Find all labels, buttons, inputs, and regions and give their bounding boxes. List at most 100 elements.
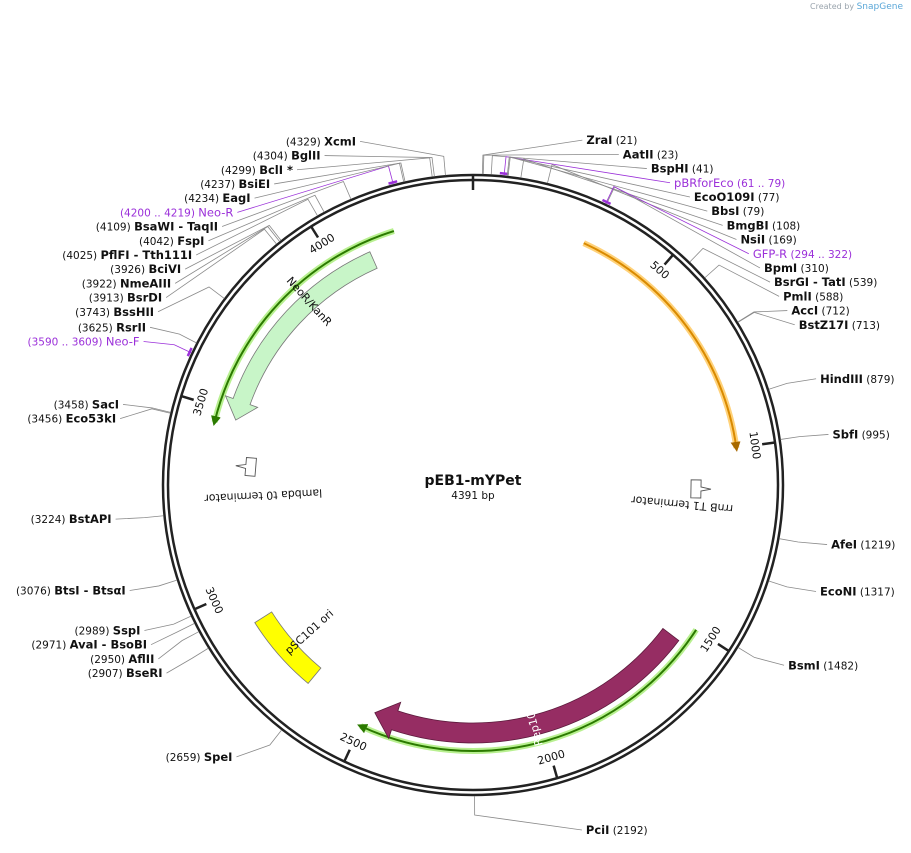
site-pmli[interactable]: PmlI (588) [704,264,843,303]
site-pflfi-tth111i[interactable]: (4025) PflFI - Tth111I [62,198,318,262]
site-text: (4025) PflFI - Tth111I [62,248,192,262]
site-bstapi[interactable]: (3224) BstAPI [31,512,164,526]
lambda-t0-terminator-feature[interactable] [235,457,257,477]
site-position: (2950) [90,654,128,666]
site-name: XcmI [324,134,356,148]
site-leader-line [520,158,723,226]
site-rsrii[interactable]: (3625) RsrII [78,320,197,344]
promoter-arc[interactable] [211,230,395,427]
site-name: PflFI - Tth111I [101,248,193,262]
plasmid-length: 4391 bp [451,490,495,502]
site-text: (4304) BglII [253,149,321,163]
site-leader-line [605,185,749,255]
neor-kanr-feature[interactable] [224,251,378,421]
site-bsmi[interactable]: BsmI (1482) [737,647,858,673]
site-afei[interactable]: AfeI (1219) [779,538,895,552]
site-name: BsaWI - TaqII [134,220,218,234]
site-fspi[interactable]: (4042) FspI [139,194,325,248]
site-name: AvaI - BsoBI [70,638,147,652]
site-leader-line [481,139,583,175]
site-zrai[interactable]: ZraI (21) [481,133,637,175]
site-btsi-bts-i[interactable]: (3076) BtsI - BtsαI [16,579,178,598]
promoter-arc[interactable] [357,629,697,752]
site-bglii[interactable]: (4304) BglII [253,149,435,177]
site-text: BspHI (41) [651,162,714,176]
site-econi[interactable]: EcoNI (1317) [768,580,895,598]
plasmid-name: pEB1-mYPet [425,473,522,489]
site-name: GFP-R [753,247,787,261]
site-leader-line [507,156,708,212]
tick-label: 3500 [191,387,212,418]
site-text: (2950) AflII [90,652,154,666]
site-leader-line [779,538,828,545]
site-nsii[interactable]: NsiI (169) [547,164,797,247]
site-neo-r[interactable]: (4200 .. 4219) Neo-R [120,165,398,219]
site-hindiii[interactable]: HindIII (879) [768,372,895,390]
site-position: (23) [654,149,679,161]
site-text: (2989) SspI [75,623,141,637]
site-text: (4299) BclI * [221,163,293,177]
rep101-feature[interactable] [374,627,680,744]
site-position: (3224) [31,514,69,526]
site-name: EagI [222,191,250,205]
tick-mark [761,441,776,446]
site-pbrforeco[interactable]: pBRforEco (61 .. 79) [499,156,785,190]
site-bmgbi[interactable]: BmgBI (108) [520,158,800,232]
site-leader-line [359,140,446,176]
site-name: SacI [92,397,119,411]
site-text: AfeI (1219) [831,538,895,552]
site-bseri[interactable]: (2907) BseRI [88,647,209,680]
rrnb-t1-terminator-feature[interactable] [690,479,712,499]
site-leader-line [123,404,171,413]
site-position: (4234) [184,193,222,205]
lambda-t0-terminator-label: lambda t0 terminator [204,486,323,505]
site-sspi[interactable]: (2989) SspI [75,615,192,637]
site-bsshii[interactable]: (3743) BssHII [75,286,225,319]
site-ecoo109i[interactable]: EcoO109I (77) [506,156,779,204]
site-aatii[interactable]: AatII (23) [482,147,679,175]
site-spei[interactable]: (2659) SpeI [166,729,282,764]
tick-mark [663,253,675,266]
site-bsrdi[interactable]: (3913) BsrDI [89,228,277,305]
site-bcivi[interactable]: (3926) BciVI [110,224,282,276]
tick-mark [193,602,207,611]
site-bsawi-taqii[interactable]: (4109) BsaWI - TaqII [96,180,352,234]
site-leader-line [184,224,282,270]
site-bpmi[interactable]: BpmI (310) [606,186,829,275]
site-bbsi[interactable]: BbsI (79) [507,156,764,218]
site-leader-line [196,198,318,256]
site-bstz17i[interactable]: BstZ17I (713) [737,311,880,332]
psc101-ori-feature[interactable] [254,611,322,685]
site-xcmi[interactable]: (4329) XcmI [286,134,446,176]
site-text: (3625) RsrII [78,320,146,334]
site-position: (2192) [609,825,647,837]
site-leader-line [780,434,829,440]
site-avai-bsobi[interactable]: (2971) AvaI - BsoBI [31,623,195,652]
site-text: ZraI (21) [586,133,637,147]
site-saci[interactable]: (3458) SacI [54,397,171,413]
site-position: (3625) [78,322,116,334]
site-text: HindIII (879) [820,372,894,386]
site-position: (4329) [286,136,324,148]
site-layer: ZraI (21)AatII (23)BspHI (41)pBRforEco (… [16,133,895,837]
site-eco53ki[interactable]: (3456) Eco53kI [27,408,171,426]
site-aflii[interactable]: (2950) AflII [90,631,199,666]
site-bcli[interactable]: (4299) BclI * [221,157,433,177]
site-bsrgi-tati[interactable]: BsrGI - TatI (539) [689,247,878,289]
site-acci[interactable]: AccI (712) [737,304,850,323]
site-gfp-r[interactable]: GFP-R (294 .. 322) [601,185,852,261]
promoter-arc[interactable] [583,242,741,452]
site-text: (3076) BtsI - BtsαI [16,584,126,598]
site-neo-f[interactable]: (3590 .. 3609) Neo-F [28,335,193,357]
site-name: RsrII [116,320,146,334]
site-leader-line [149,326,197,344]
site-name: AflII [128,652,154,666]
site-name: ZraI [586,133,612,147]
site-position: (294 .. 322) [787,249,852,261]
site-bsiei[interactable]: (4237) BsiEI [200,162,406,191]
site-position: (169) [765,235,797,247]
site-sbfi[interactable]: SbfI (995) [780,427,890,441]
site-pcii[interactable]: PciI (2192) [474,795,648,837]
tick-label: 2500 [338,730,369,754]
site-bsphi[interactable]: BspHI (41) [490,155,714,176]
